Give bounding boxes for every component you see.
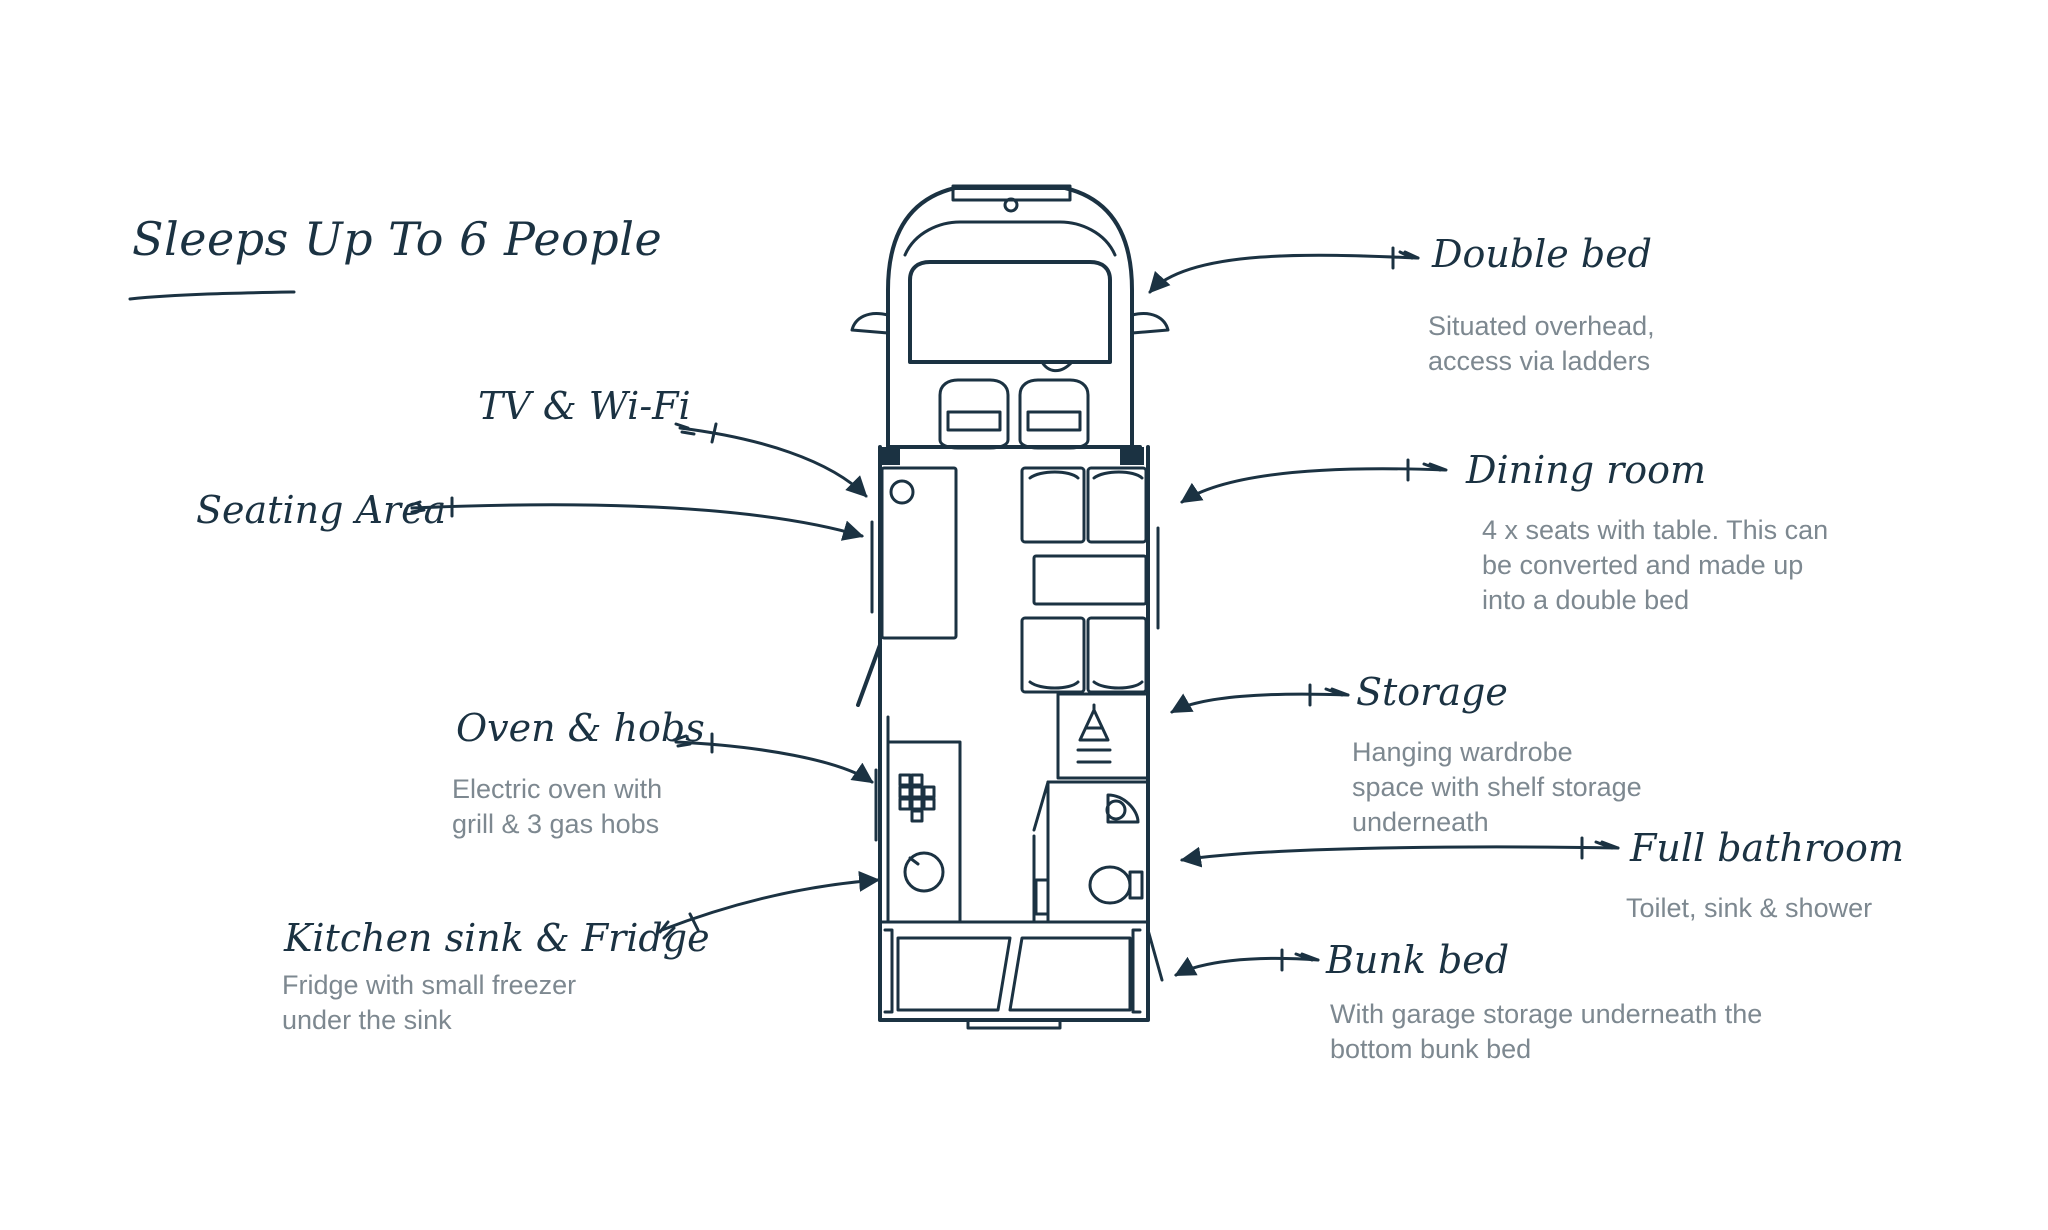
page-title: Sleeps Up To 6 People	[132, 212, 663, 266]
label-full-bathroom: Full bathroom	[1630, 826, 1904, 870]
desc-full-bathroom: Toilet, sink & shower	[1626, 893, 1873, 923]
label-bunk-bed: Bunk bed	[1326, 938, 1510, 982]
arrow-tv-wifi	[674, 422, 868, 498]
desc-kitchen-sink-fridge: Fridge with small freezer under the sink	[282, 970, 577, 1035]
dining-room-shape	[1020, 466, 1160, 694]
label-storage: Storage	[1356, 670, 1508, 714]
label-tv-wifi: TV & Wi-Fi	[478, 384, 691, 428]
arrow-full-bathroom	[1179, 836, 1620, 868]
arrow-seating-area	[406, 496, 865, 541]
arrow-dining-room	[1180, 458, 1448, 504]
label-kitchen-sink-fridge: Kitchen sink & Fridge	[284, 916, 710, 960]
arrow-kitchen-sink-fridge	[658, 870, 881, 940]
title-underline	[128, 290, 296, 301]
double-bed-shape	[908, 260, 1112, 373]
label-dining-room: Dining room	[1466, 448, 1707, 492]
desc-double-bed: Situated overhead, access via ladders	[1428, 311, 1655, 376]
arrow-storage	[1170, 683, 1350, 714]
cab-seats	[938, 378, 1090, 450]
bathroom-shape	[1032, 780, 1150, 924]
storage-shape	[1056, 692, 1150, 780]
seating-area-shape	[856, 466, 958, 707]
desc-bunk-bed: With garage storage underneath the botto…	[1330, 999, 1763, 1064]
bunk-bed-shape	[878, 920, 1164, 1030]
desc-storage: Hanging wardrobe space with shelf storag…	[1352, 737, 1642, 837]
arrow-bunk-bed	[1174, 948, 1320, 977]
arrow-double-bed	[1148, 246, 1420, 294]
label-double-bed: Double bed	[1432, 232, 1653, 276]
label-seating-area: Seating Area	[196, 488, 447, 532]
arrow-oven-hobs	[672, 732, 874, 784]
kitchen-shape	[874, 715, 962, 924]
desc-oven-hobs: Electric oven with grill & 3 gas hobs	[452, 774, 663, 839]
desc-dining-room: 4 x seats with table. This can be conver…	[1482, 515, 1829, 615]
label-oven-hobs: Oven & hobs	[456, 706, 705, 750]
